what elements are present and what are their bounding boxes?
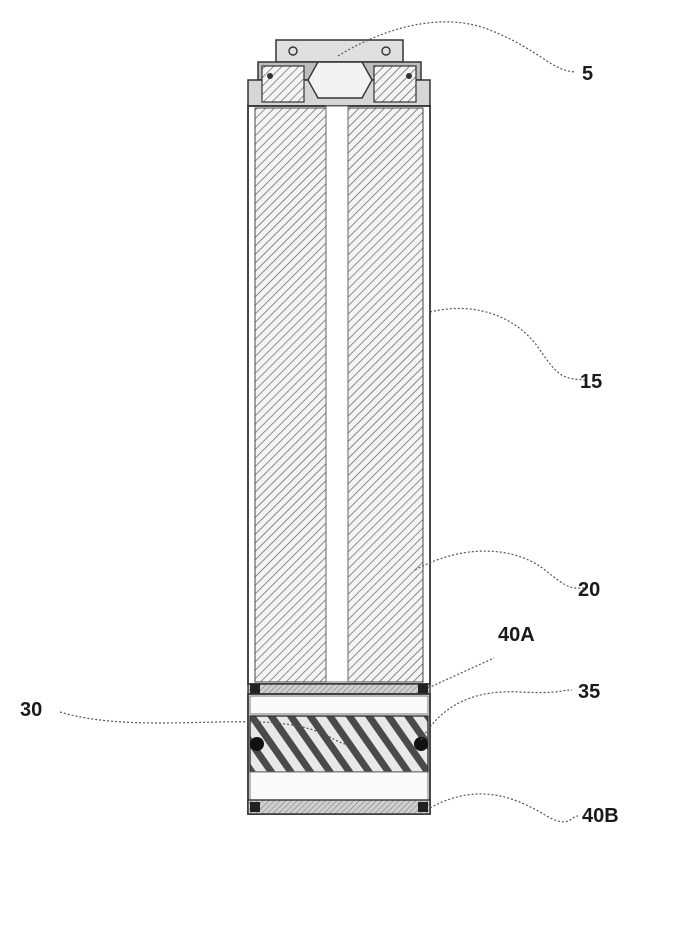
upper-gasket bbox=[248, 684, 430, 694]
label-upper-gasket: 40A bbox=[498, 624, 535, 646]
filter-medium-left bbox=[255, 108, 326, 682]
cap-bolt-icon bbox=[406, 73, 412, 79]
cap-bolt-icon bbox=[267, 73, 273, 79]
leader-line-lower-gasket bbox=[430, 794, 578, 822]
cap-assembly bbox=[248, 40, 430, 106]
label-cap: 5 bbox=[582, 63, 593, 85]
lower-housing bbox=[248, 694, 430, 814]
filter-medium-right bbox=[348, 108, 423, 682]
lower-gasket bbox=[248, 800, 430, 814]
label-housing: 15 bbox=[580, 371, 602, 393]
o-ring-icon bbox=[250, 737, 264, 751]
center-channel bbox=[326, 106, 348, 682]
leader-line-o-ring bbox=[421, 690, 572, 740]
leader-line-upper-gasket bbox=[428, 658, 494, 688]
label-o-ring: 35 bbox=[578, 681, 600, 703]
leader-line-housing bbox=[430, 308, 585, 380]
label-lower-gasket: 40B bbox=[582, 805, 619, 827]
bottom-plug bbox=[250, 716, 428, 772]
leader-line-filter-medium bbox=[415, 551, 585, 588]
label-filter-medium: 20 bbox=[578, 579, 600, 601]
label-bottom-plug: 30 bbox=[20, 699, 42, 721]
housing-body bbox=[248, 106, 430, 684]
